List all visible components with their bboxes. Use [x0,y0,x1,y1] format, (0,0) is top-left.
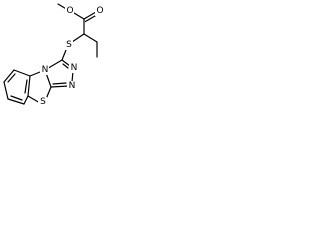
bond-carbonyl-double-1 [83,11,97,20]
bond-c8a-n1 [50,85,70,88]
atom-nitrogen-triazole-2: N [71,63,78,73]
atom-oxygen-carbonyl: O [96,6,103,16]
atom-nitrogen-fused: N [42,65,49,75]
structure-diagram: O O S N N N S [0,0,119,134]
bond-alphac-s [71,33,85,43]
atom-sulfur-thioether: S [66,40,72,50]
bond-c8a-n1-double [52,82,67,85]
bond-c5-c6 [3,69,15,83]
bond-c4a-c7a [27,75,31,97]
bond-c4a-c7a-inner [24,79,28,94]
atom-oxygen-ester: O [66,6,73,16]
bond-s-c3 [61,49,67,61]
molecule-drawing: O O S N N N S [3,3,104,107]
benzene-ring-bonds [3,69,31,105]
bond-c8-c7a [23,95,29,105]
bond-alphac-ch2 [83,33,98,43]
atom-sulfur-thiazole: S [40,97,46,107]
side-chain-bonds [57,3,99,61]
bond-c3-n2-double [62,63,69,69]
bond-c4a-c5 [13,69,31,77]
atom-labels: O O S N N N S [38,6,104,107]
bond-oester-carbonylc [73,12,85,20]
bond-c7-c8-inner [10,95,23,101]
atom-nitrogen-triazole-1: N [69,81,76,91]
bond-c7-c8 [7,98,25,105]
bond-c5-c6-inner [7,73,16,83]
bond-c6-c7 [3,81,9,100]
bond-n2-c3 [61,59,71,67]
